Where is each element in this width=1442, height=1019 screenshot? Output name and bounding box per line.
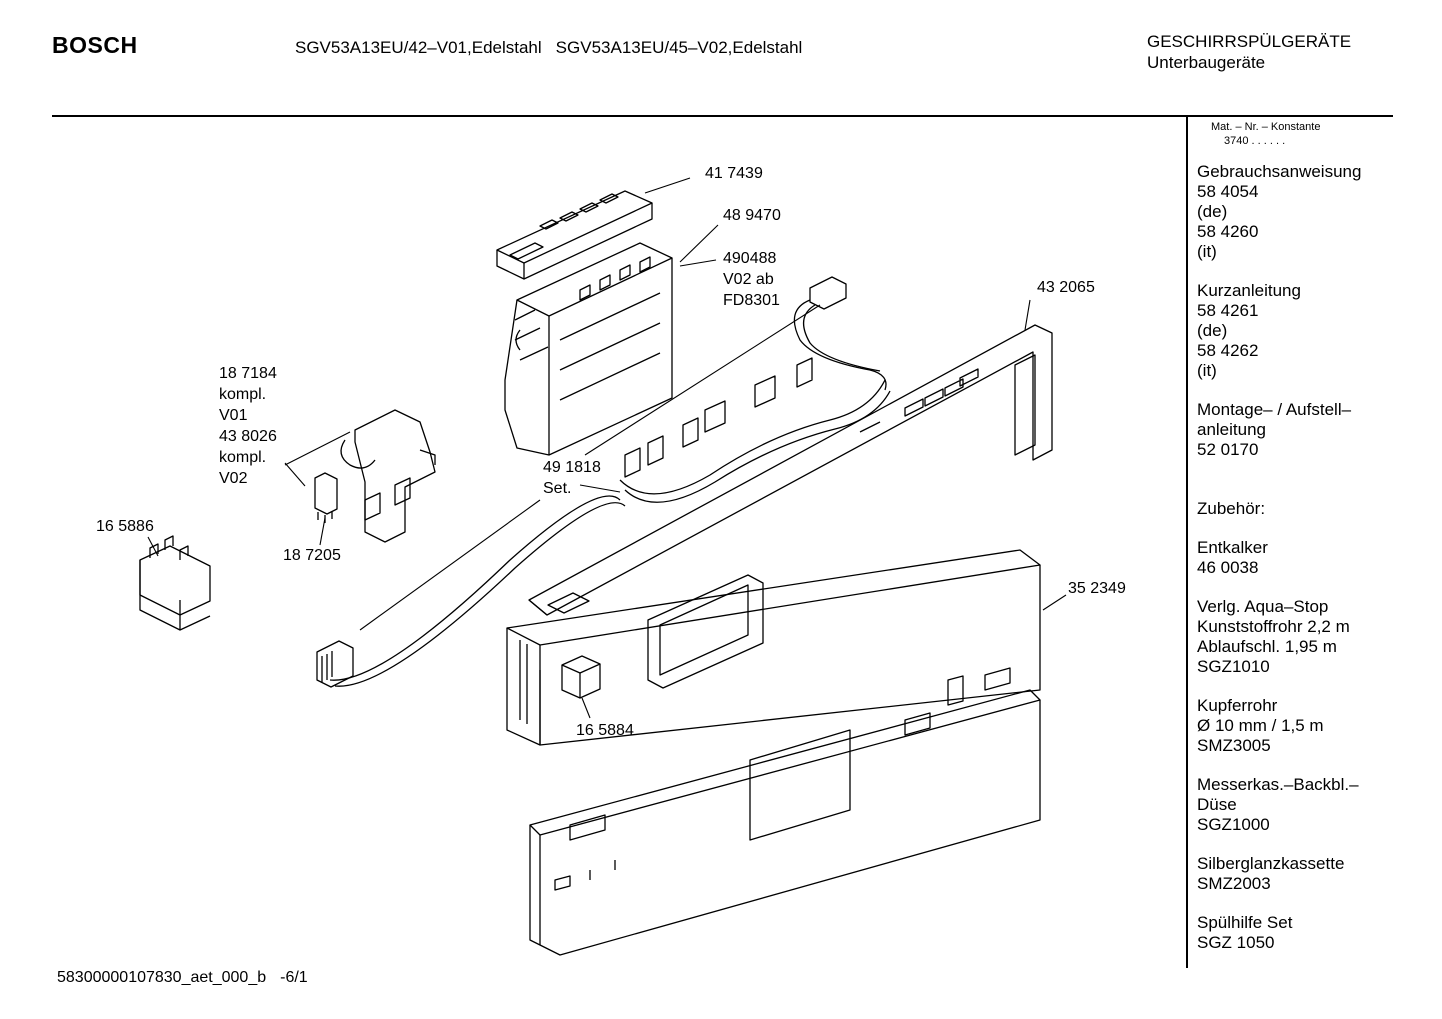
button-block-part-165884 bbox=[561, 655, 601, 699]
front-panel-part-352349 bbox=[506, 549, 1041, 746]
label-489470: 48 9470 bbox=[723, 207, 781, 224]
label-165886: 16 5886 bbox=[96, 518, 154, 535]
material-number-block: Mat. – Nr. – Konstante 3740 . . . . . . bbox=[1211, 120, 1320, 148]
sidebar-line: Ablaufschl. 1,95 m bbox=[1197, 637, 1337, 656]
matnr-title: Mat. – Nr. – Konstante bbox=[1211, 121, 1321, 133]
sidebar-line: anleitung bbox=[1197, 420, 1267, 439]
header-divider bbox=[52, 115, 1393, 117]
category-line-2: Unterbaugeräte bbox=[1147, 53, 1266, 72]
panel-frame-part-432065 bbox=[528, 324, 1053, 616]
sidebar-line: Verlg. Aqua–Stop bbox=[1197, 597, 1329, 616]
category: GESCHIRRSPÜLGERÄTE Unterbaugeräte bbox=[1147, 31, 1351, 73]
sidebar-line: Entkalker bbox=[1197, 538, 1268, 557]
electronic-module-part-489470 bbox=[504, 242, 673, 456]
label-187184-line3: V01 bbox=[219, 407, 248, 424]
label-432065: 43 2065 bbox=[1037, 279, 1095, 296]
model-2: SGV53A13EU/45–V02,Edelstahl bbox=[555, 38, 803, 57]
label-187184-line6: V02 bbox=[219, 470, 248, 487]
switch-block-part-165886 bbox=[139, 535, 211, 631]
brand-logo: BOSCH bbox=[52, 32, 138, 58]
label-187184-line2: kompl. bbox=[219, 386, 267, 403]
sidebar-line: Kurzanleitung bbox=[1197, 281, 1301, 300]
label-187205: 18 7205 bbox=[283, 547, 341, 564]
sidebar-line: (de) bbox=[1197, 321, 1228, 340]
sidebar-line: Ø 10 mm / 1,5 m bbox=[1197, 716, 1324, 735]
model-1: SGV53A13EU/42–V01,Edelstahl bbox=[295, 38, 542, 57]
lower-housing-panel bbox=[529, 667, 1041, 956]
sidebar-line: Kunststoffrohr 2,2 m bbox=[1197, 617, 1350, 636]
label-187184-line4: 43 8026 bbox=[219, 428, 277, 445]
matnr-value: 3740 . . . . . . bbox=[1224, 135, 1286, 147]
sidebar-line: (it) bbox=[1197, 242, 1217, 261]
sidebar-line: Montage– / Aufstell– bbox=[1197, 400, 1352, 419]
sidebar-line: 58 4260 bbox=[1197, 222, 1259, 241]
sidebar-line: 58 4262 bbox=[1197, 341, 1259, 360]
sidebar-line: (it) bbox=[1197, 361, 1217, 380]
sidebar-line: SMZ3005 bbox=[1197, 736, 1271, 755]
label-490488: 490488 V02 ab FD8301 bbox=[723, 248, 780, 311]
sidebar-line: Kupferrohr bbox=[1197, 696, 1278, 715]
relay-part-187205 bbox=[314, 472, 338, 523]
document-id: 58300000107830_aet_000_b bbox=[57, 969, 267, 986]
label-165884: 16 5884 bbox=[576, 722, 634, 739]
category-line-1: GESCHIRRSPÜLGERÄTE bbox=[1147, 32, 1352, 51]
label-187184: 18 7184 kompl. V01 43 8026 kompl. V02 bbox=[219, 363, 277, 489]
sidebar-line: Spülhilfe Set bbox=[1197, 913, 1293, 932]
sidebar-line: Düse bbox=[1197, 795, 1237, 814]
label-490488-line2: V02 ab bbox=[723, 271, 774, 288]
exploded-parts-diagram bbox=[139, 177, 1067, 956]
sidebar-line: SGZ 1050 bbox=[1197, 933, 1275, 952]
label-491818-line2: Set. bbox=[543, 480, 572, 497]
leader-lines bbox=[147, 177, 1067, 719]
sidebar-line: (de) bbox=[1197, 202, 1228, 221]
sidebar-line bbox=[1197, 479, 1361, 499]
label-187184-line1: 18 7184 bbox=[219, 365, 277, 382]
footer: 58300000107830_aet_000_b -6/1 bbox=[57, 969, 308, 987]
sidebar-line: SGZ1000 bbox=[1197, 815, 1270, 834]
sidebar-line: 52 0170 bbox=[1197, 440, 1259, 459]
label-491818: 49 1818 Set. bbox=[543, 457, 601, 499]
sidebar-divider bbox=[1186, 117, 1188, 968]
sidebar-line: 46 0038 bbox=[1197, 558, 1259, 577]
label-491818-line1: 49 1818 bbox=[543, 459, 601, 476]
model-list: SGV53A13EU/42–V01,Edelstahl SGV53A13EU/45… bbox=[295, 38, 802, 58]
control-panel-part-417439 bbox=[496, 190, 653, 280]
label-352349: 35 2349 bbox=[1068, 580, 1126, 597]
sidebar-line: Messerkas.–Backbl.– bbox=[1197, 775, 1359, 794]
sidebar-line: Silberglanzkassette bbox=[1197, 854, 1345, 873]
label-187184-line5: kompl. bbox=[219, 449, 267, 466]
sidebar-section: Zubehör: bbox=[1197, 479, 1361, 519]
cable-harness-part-491818 bbox=[316, 276, 891, 688]
sidebar-line: Gebrauchsanweisung bbox=[1197, 162, 1362, 181]
label-490488-line1: 490488 bbox=[723, 250, 777, 267]
label-417439: 41 7439 bbox=[705, 165, 763, 182]
page-number: -6/1 bbox=[280, 969, 308, 986]
label-490488-line3: FD8301 bbox=[723, 292, 780, 309]
sidebar-line: SGZ1010 bbox=[1197, 657, 1270, 676]
switch-assembly-part-187184 bbox=[340, 409, 436, 543]
sidebar-line: Zubehör: bbox=[1197, 499, 1266, 518]
sidebar-line: SMZ2003 bbox=[1197, 874, 1271, 893]
sidebar-line: 58 4261 bbox=[1197, 301, 1259, 320]
sidebar-line: 58 4054 bbox=[1197, 182, 1259, 201]
